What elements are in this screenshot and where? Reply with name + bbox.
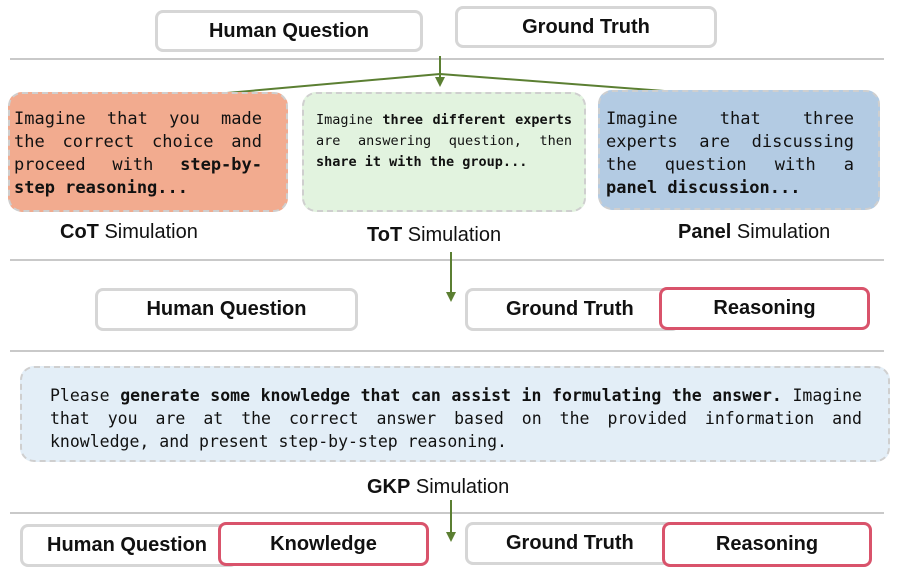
ground-truth-label: Ground Truth xyxy=(522,15,650,38)
cot-prompt-card: Imagine that you made the correct choice… xyxy=(8,92,288,212)
tot-prompt-text-2: are answering question, then xyxy=(316,133,572,149)
panel-prompt-card: Imagine that three experts are discussin… xyxy=(598,90,880,210)
human-question-box: Human Question xyxy=(95,288,358,331)
human-question-box: Human Question xyxy=(155,10,423,52)
ground-truth-label: Ground Truth xyxy=(506,298,634,320)
human-question-label: Human Question xyxy=(47,534,208,556)
human-question-label: Human Question xyxy=(146,298,307,320)
cot-simulation-label: CoT Simulation xyxy=(60,221,198,243)
human-question-box: Human Question xyxy=(20,524,238,567)
tot-prompt-card: Imagine three different experts are answ… xyxy=(302,92,586,212)
ground-truth-label: Ground Truth xyxy=(506,532,634,554)
reasoning-box: Reasoning xyxy=(662,522,872,567)
tot-prompt-emphasis-2: share it with the group... xyxy=(316,154,528,170)
cot-prompt-text: Imagine that you made the correct choice… xyxy=(14,109,262,175)
knowledge-label: Knowledge xyxy=(270,532,377,555)
reasoning-box: Reasoning xyxy=(659,287,870,330)
panel-prompt-emphasis: panel discussion... xyxy=(606,178,801,198)
divider xyxy=(10,512,884,514)
ground-truth-box: Ground Truth xyxy=(455,6,717,48)
gkp-prompt-emphasis: generate some knowledge that can assist … xyxy=(120,386,782,405)
ground-truth-box: Ground Truth xyxy=(465,288,680,331)
panel-simulation-label: Panel Simulation xyxy=(678,221,831,243)
gkp-prompt-card: Please generate some knowledge that can … xyxy=(20,366,890,462)
divider xyxy=(10,58,884,60)
reasoning-label: Reasoning xyxy=(715,533,819,555)
tot-simulation-label: ToT Simulation xyxy=(367,224,502,246)
cot-prompt-emphasis: step-by-step reasoning... xyxy=(14,155,262,198)
panel-prompt-text: Imagine that three experts are discussin… xyxy=(606,109,854,175)
gkp-prompt-text: Please xyxy=(50,386,121,405)
tot-prompt-emphasis-1: three different experts xyxy=(382,112,572,128)
knowledge-box: Knowledge xyxy=(218,522,429,566)
reasoning-label: Reasoning xyxy=(713,297,816,319)
gkp-simulation-label: GKP Simulation xyxy=(367,476,510,498)
divider xyxy=(10,350,884,352)
ground-truth-box: Ground Truth xyxy=(465,522,683,565)
tot-prompt-text: Imagine xyxy=(316,112,383,128)
gkp-prompt-text-2: Imagine that you are at the correct answ… xyxy=(50,386,862,451)
divider xyxy=(10,259,884,261)
human-question-label: Human Question xyxy=(208,19,369,42)
